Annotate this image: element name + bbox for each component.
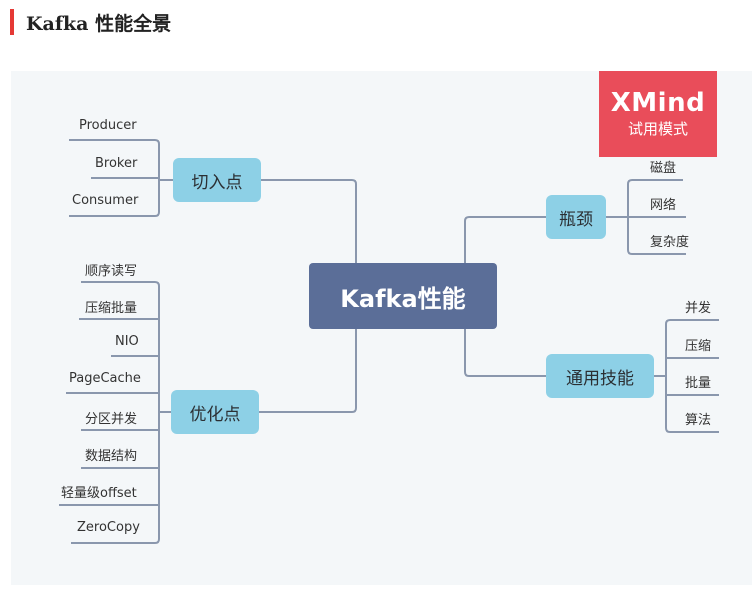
subtopic-nio[interactable]: NIO bbox=[115, 334, 139, 349]
subtopic-compression-batch[interactable]: 压缩批量 bbox=[85, 301, 138, 316]
topic-general-techniques[interactable]: 通用技能 bbox=[546, 354, 654, 398]
xmind-logo-text: XMind bbox=[610, 88, 706, 118]
subtopic-algorithms[interactable]: 算法 bbox=[685, 413, 712, 428]
subtopic-disk[interactable]: 磁盘 bbox=[650, 161, 677, 176]
subtopic-pagecache[interactable]: PageCache bbox=[69, 371, 141, 386]
topic-optimization-points[interactable]: 优化点 bbox=[171, 390, 259, 434]
subtopic-producer[interactable]: Producer bbox=[79, 118, 137, 133]
connector-lines bbox=[59, 139, 719, 544]
trial-mode-label: 试用模式 bbox=[627, 120, 688, 138]
subtopic-sequential-io[interactable]: 顺序读写 bbox=[85, 264, 138, 279]
subtopic-network[interactable]: 网络 bbox=[650, 198, 677, 213]
subtopic-compression[interactable]: 压缩 bbox=[685, 339, 712, 354]
subtopic-lightweight-offset[interactable]: 轻量级offset bbox=[61, 486, 137, 501]
section-heading: Kafka 性能全景 bbox=[10, 8, 171, 36]
subtopic-broker[interactable]: Broker bbox=[95, 156, 138, 171]
central-topic[interactable]: Kafka性能 bbox=[309, 263, 497, 329]
subtopic-consumer[interactable]: Consumer bbox=[72, 193, 139, 208]
topic-bottleneck[interactable]: 瓶颈 bbox=[546, 195, 606, 239]
xmind-trial-watermark: XMind 试用模式 bbox=[599, 71, 717, 157]
subtopic-partition-concurrency[interactable]: 分区并发 bbox=[85, 412, 138, 427]
subtopic-zerocopy[interactable]: ZeroCopy bbox=[77, 520, 140, 535]
accent-bar bbox=[10, 9, 14, 35]
subtopic-complexity[interactable]: 复杂度 bbox=[650, 235, 690, 250]
topic-entry-points[interactable]: 切入点 bbox=[173, 158, 261, 202]
subtopic-batching[interactable]: 批量 bbox=[685, 376, 712, 391]
subtopic-concurrency[interactable]: 并发 bbox=[685, 301, 712, 316]
page-title: Kafka 性能全景 bbox=[26, 12, 172, 35]
mindmap-canvas: Kafka性能 切入点 优化点 瓶颈 通用技能 Producer Broker … bbox=[11, 71, 752, 585]
subtopic-data-structures[interactable]: 数据结构 bbox=[85, 449, 138, 464]
